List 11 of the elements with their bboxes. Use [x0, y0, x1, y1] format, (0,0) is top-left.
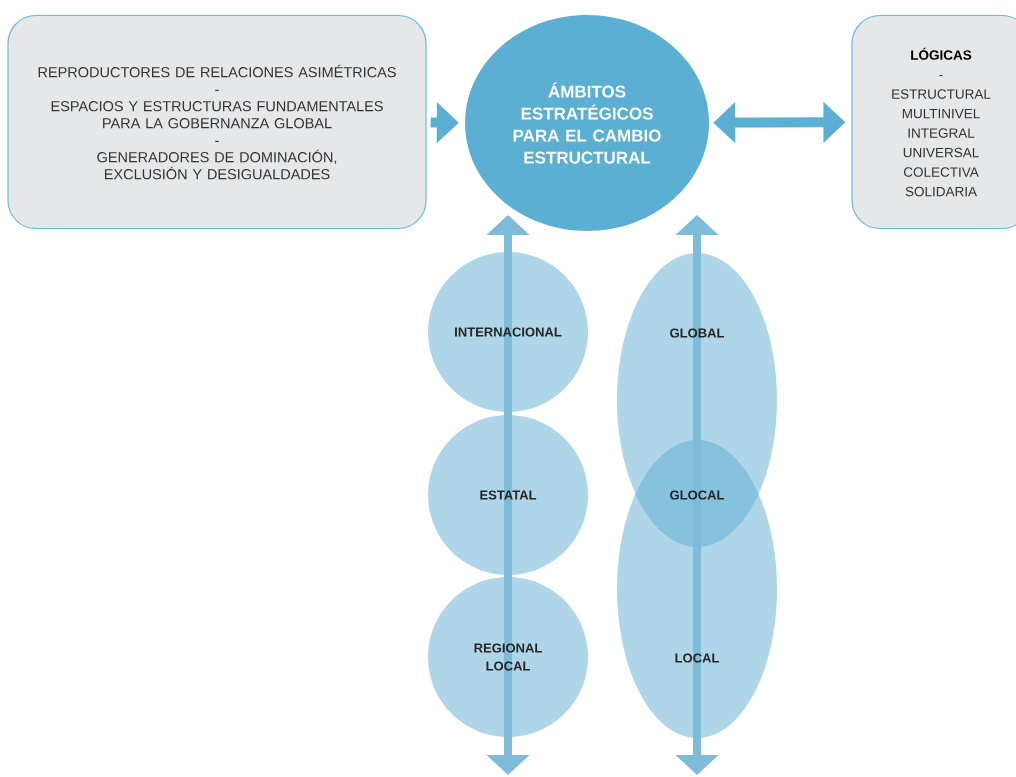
- text-box: LÓGICAS - ESTRUCTURAL MULTINIVEL INTEGRAL UNIVERSAL COLECTIVA SOLIDARIA: [851, 14, 1016, 230]
- level-label: LOCAL: [675, 653, 719, 663]
- level-label: REGIONAL LOCAL: [474, 643, 542, 671]
- circle-node: [428, 577, 588, 737]
- circle-node: [428, 252, 588, 412]
- level-label: GLOCAL: [670, 490, 725, 500]
- level-label: ESTATAL: [480, 490, 537, 500]
- text-box: REPRODUCTORES DE RELACIONES ASIMÉTRICAS - ESPACIOS Y ESTRUCTURAS FUNDAMENTALES PARA LA GOBERNANZA GLOBAL - GENERADORES DE DOMINACIÓN, EXCLUSIÓN Y DESIGUALDADES: [7, 14, 427, 230]
- circle-node: [428, 415, 588, 575]
- level-label: GLOBAL: [670, 328, 725, 338]
- level-label: INTERNACIONAL: [455, 327, 562, 337]
